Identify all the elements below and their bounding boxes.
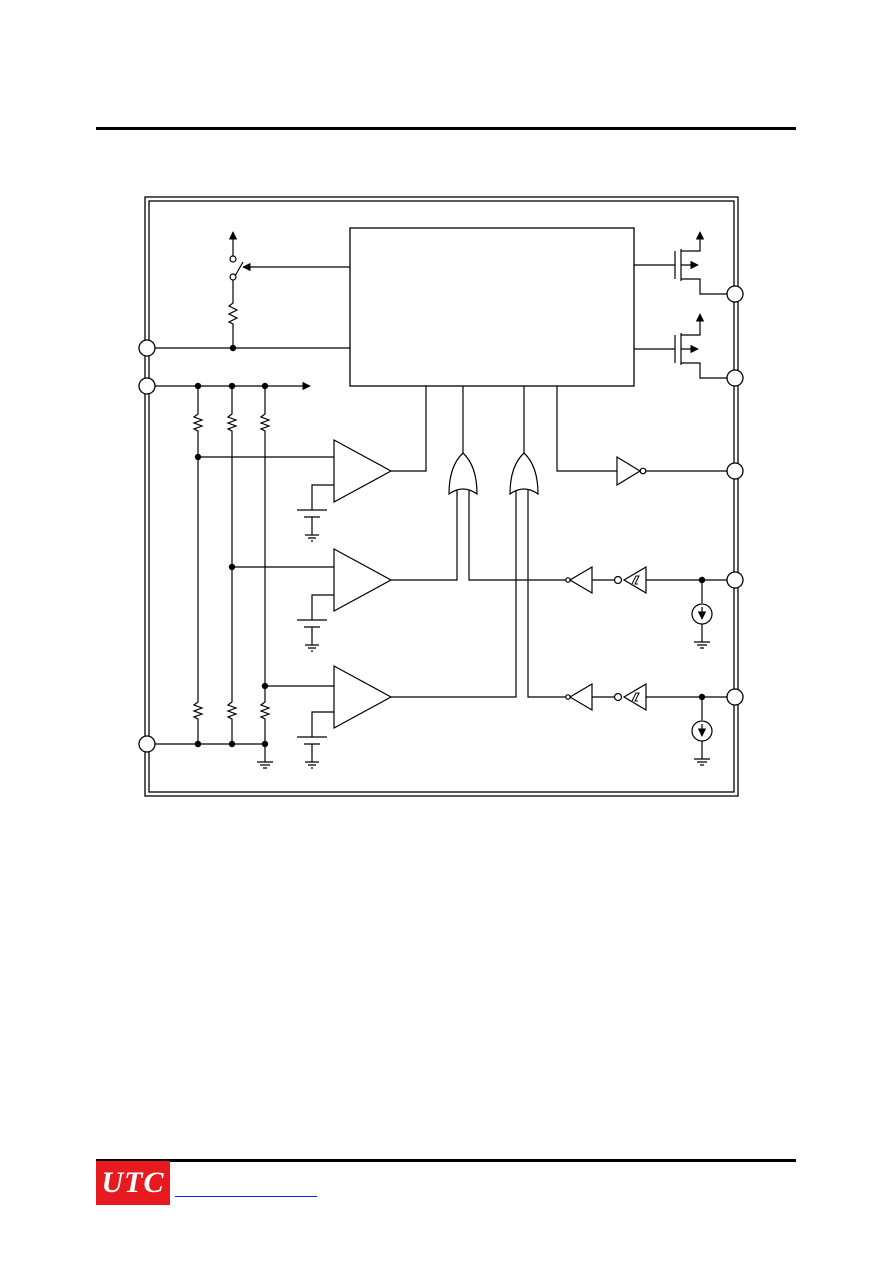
pin-left-3	[138, 735, 156, 753]
divider-3-top	[259, 386, 271, 686]
output-inverter	[616, 455, 642, 487]
or-gate-2	[509, 452, 539, 496]
divider-1-top	[192, 386, 204, 457]
mosfet-2-gate	[634, 335, 676, 363]
mosfet-1-gate	[634, 251, 676, 279]
comparator-1	[333, 438, 393, 504]
input-2-buffer	[568, 682, 593, 712]
footer-rule	[96, 1159, 796, 1162]
comp2-ref-source	[297, 619, 327, 652]
or-gate-1	[448, 452, 478, 496]
pins	[138, 285, 744, 753]
comp2-in-ref	[311, 594, 334, 620]
pin-right-1	[726, 285, 744, 303]
switch-resistor	[227, 280, 239, 348]
comp3-out	[391, 490, 517, 698]
logo-text: UTC	[101, 1166, 165, 1199]
output-driver-wire	[556, 386, 617, 472]
or-gate-1-in-b	[468, 490, 566, 581]
comp3-ref-source	[297, 736, 327, 769]
divider-1-bottom	[192, 457, 204, 744]
junction-dots	[194, 344, 706, 748]
divider-2-top	[226, 386, 238, 567]
comparator-3	[333, 664, 393, 730]
pin-right-3	[726, 462, 744, 480]
utc-logo: UTC	[96, 1161, 170, 1205]
input-1-schmitt	[622, 565, 647, 595]
outer-frame	[144, 196, 739, 797]
footer-link-underline[interactable]	[175, 1196, 317, 1197]
comp1-in-ref	[311, 484, 334, 510]
control-logic-block	[349, 227, 635, 387]
divider-3-bottom	[259, 686, 271, 762]
pin-left-1	[138, 339, 156, 357]
switch-blade	[234, 261, 244, 277]
pin-left-2	[138, 377, 156, 395]
or-gate-2-in-b	[527, 490, 566, 698]
comp2-out	[391, 490, 458, 581]
comp1-out	[391, 386, 427, 472]
ground-symbol-dividers	[257, 761, 273, 769]
pin-right-2	[726, 369, 744, 387]
comp1-ref-source	[297, 509, 327, 542]
input-1-buffer	[568, 565, 593, 595]
pin-right-4	[726, 571, 744, 589]
pin-right-5	[726, 688, 744, 706]
comp3-in-ref	[311, 711, 334, 737]
divider-2-bottom	[226, 567, 238, 744]
comparator-2	[333, 547, 393, 613]
header-rule	[96, 127, 796, 130]
switch-contact-top	[229, 255, 237, 263]
input-2-schmitt	[622, 682, 647, 712]
